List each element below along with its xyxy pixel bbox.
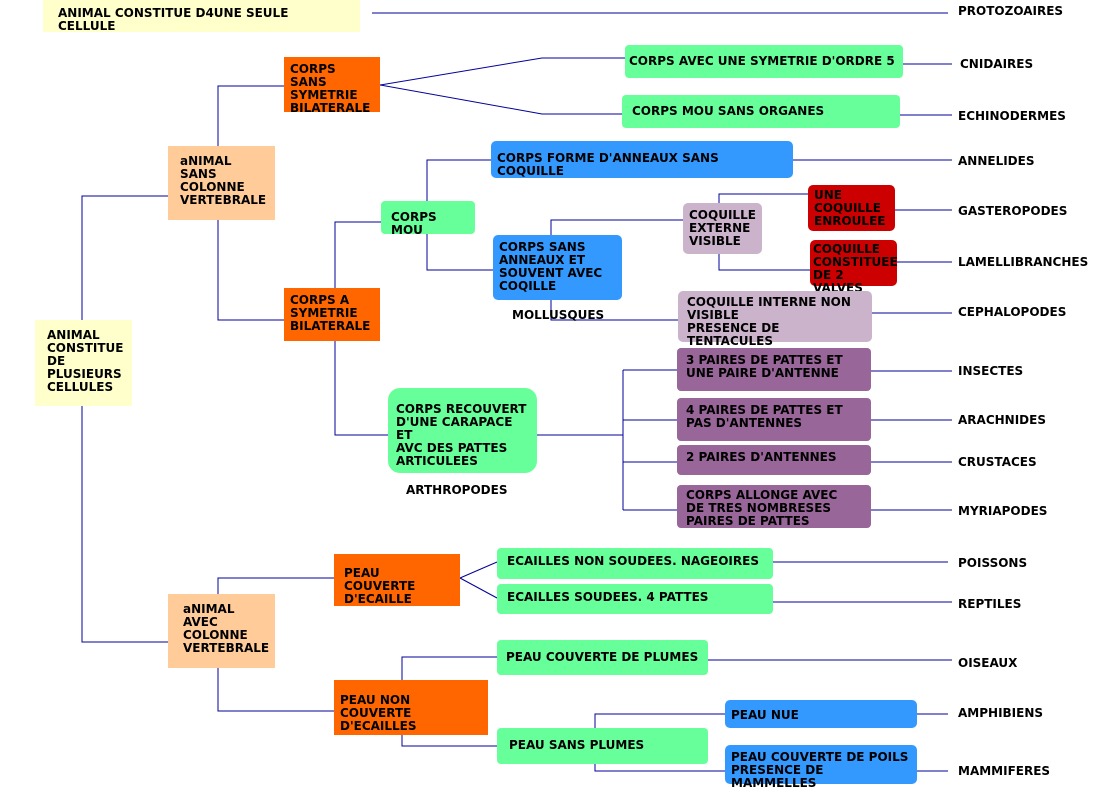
connector bbox=[217, 220, 284, 321]
external-shell-box: COQUILLE EXTERNE VISIBLE bbox=[683, 203, 762, 254]
two-valves-box: COQUILLE CONSTITUEE DE 2 VALVES bbox=[810, 240, 898, 295]
connector bbox=[550, 219, 683, 235]
crustacean-antennae-box: 2 PAIRES D'ANTENNES bbox=[677, 445, 871, 475]
class-protozoaires: PROTOZOAIRES bbox=[958, 4, 1064, 18]
class-gasteropodes: GASTEROPODES bbox=[958, 204, 1068, 218]
scaly-skin-box: PEAU COUVERTE D'ECAILLE bbox=[334, 554, 460, 606]
class-arachnides: ARACHNIDES bbox=[958, 413, 1046, 427]
unicellular-box: ANIMAL CONSTITUE D4UNE SEULE CELLULE bbox=[43, 0, 360, 33]
class-annelides: ANNELIDES bbox=[958, 154, 1035, 168]
connector bbox=[217, 577, 334, 594]
connector bbox=[81, 406, 168, 643]
coiled-shell-box: UNE COQUILLE ENROULEE bbox=[808, 185, 895, 231]
connector bbox=[718, 193, 808, 203]
connector bbox=[379, 84, 622, 115]
connector bbox=[334, 221, 381, 288]
connector bbox=[459, 561, 498, 579]
connector bbox=[81, 195, 168, 320]
class-crustaces: CRUSTACES bbox=[958, 455, 1037, 469]
connector bbox=[217, 668, 334, 712]
connector bbox=[401, 735, 497, 747]
class-poissons: POISSONS bbox=[958, 556, 1028, 570]
class-cnidaires: CNIDAIRES bbox=[960, 57, 1034, 71]
connector bbox=[401, 656, 497, 680]
symmetry-order5-box: CORPS AVEC UNE SYMETRIE D'ORDRE 5 bbox=[625, 45, 903, 78]
soft-body-box: CORPS MOU bbox=[381, 201, 475, 237]
connector bbox=[594, 764, 725, 772]
class-echinodermes: ECHINODERMES bbox=[958, 109, 1066, 123]
internal-shell-box: COQUILLE INTERNE NON VISIBLE PRESENCE DE… bbox=[678, 291, 872, 348]
no-symmetry-box: CORPS SANS SYMETRIE BILATERALE bbox=[284, 57, 380, 115]
scales-legs-box: ECAILLES SOUDEES. 4 PATTES bbox=[497, 584, 773, 614]
multicellular-box: ANIMAL CONSTITUE DE PLUSIEURS CELLULES bbox=[35, 320, 132, 406]
connector bbox=[594, 713, 725, 728]
carapace-box: CORPS RECOUVERT D'UNE CARAPACE ET AVC DE… bbox=[388, 388, 537, 473]
class-mammiferes: MAMMIFERES bbox=[958, 764, 1051, 778]
no-feathers-box: PEAU SANS PLUMES bbox=[497, 728, 708, 764]
bilateral-box: CORPS A SYMETRIE BILATERALE bbox=[284, 288, 380, 341]
rings-box: CORPS FORME D'ANNEAUX SANS COQUILLE bbox=[491, 141, 793, 178]
class-insectes: INSECTES bbox=[958, 364, 1024, 378]
connector bbox=[550, 300, 678, 321]
class-oiseaux: OISEAUX bbox=[958, 656, 1018, 670]
not-scaly-skin-box: PEAU NON COUVERTE D'ECAILLES bbox=[334, 680, 488, 735]
arachnid-legs-box: 4 PAIRES DE PATTES ET PAS D'ANTENNES bbox=[677, 398, 871, 441]
connector bbox=[426, 234, 493, 271]
class-amphibiens: AMPHIBIENS bbox=[958, 706, 1044, 720]
class-reptiles: REPTILES bbox=[958, 597, 1022, 611]
arthropodes-label: ARTHROPODES bbox=[406, 483, 508, 497]
connector bbox=[379, 57, 625, 86]
class-lamellibranches: LAMELLIBRANCHES bbox=[958, 255, 1089, 269]
bare-skin-box: PEAU NUE bbox=[725, 700, 917, 728]
vertebrate-box: aNIMAL AVEC COLONNE VERTEBRALE bbox=[168, 594, 275, 668]
connector bbox=[718, 254, 810, 271]
connector bbox=[426, 159, 491, 201]
soft-no-organs-box: CORPS MOU SANS ORGANES bbox=[622, 95, 900, 128]
invertebrate-box: aNIMAL SANS COLONNE VERTEBRALE bbox=[168, 146, 275, 220]
scales-fins-box: ECAILLES NON SOUDEES. NAGEOIRES bbox=[497, 548, 773, 579]
feathers-box: PEAU COUVERTE DE PLUMES bbox=[497, 640, 708, 675]
class-cephalopodes: CEPHALOPODES bbox=[958, 305, 1067, 319]
class-myriapodes: MYRIAPODES bbox=[958, 504, 1048, 518]
hair-skin-box: PEAU COUVERTE DE POILS PRESENCE DE MAMME… bbox=[725, 745, 917, 790]
connector bbox=[459, 577, 498, 599]
insect-legs-box: 3 PAIRES DE PATTES ET UNE PAIRE D'ANTENN… bbox=[677, 348, 871, 391]
no-rings-shell-box: CORPS SANS ANNEAUX ET SOUVENT AVEC COQIL… bbox=[493, 235, 622, 300]
mollusques-label: MOLLUSQUES bbox=[512, 308, 605, 322]
connector bbox=[334, 341, 388, 436]
elongated-body-box: CORPS ALLONGE AVEC DE TRES NOMBRESES PAI… bbox=[677, 485, 871, 528]
connector bbox=[217, 85, 284, 146]
